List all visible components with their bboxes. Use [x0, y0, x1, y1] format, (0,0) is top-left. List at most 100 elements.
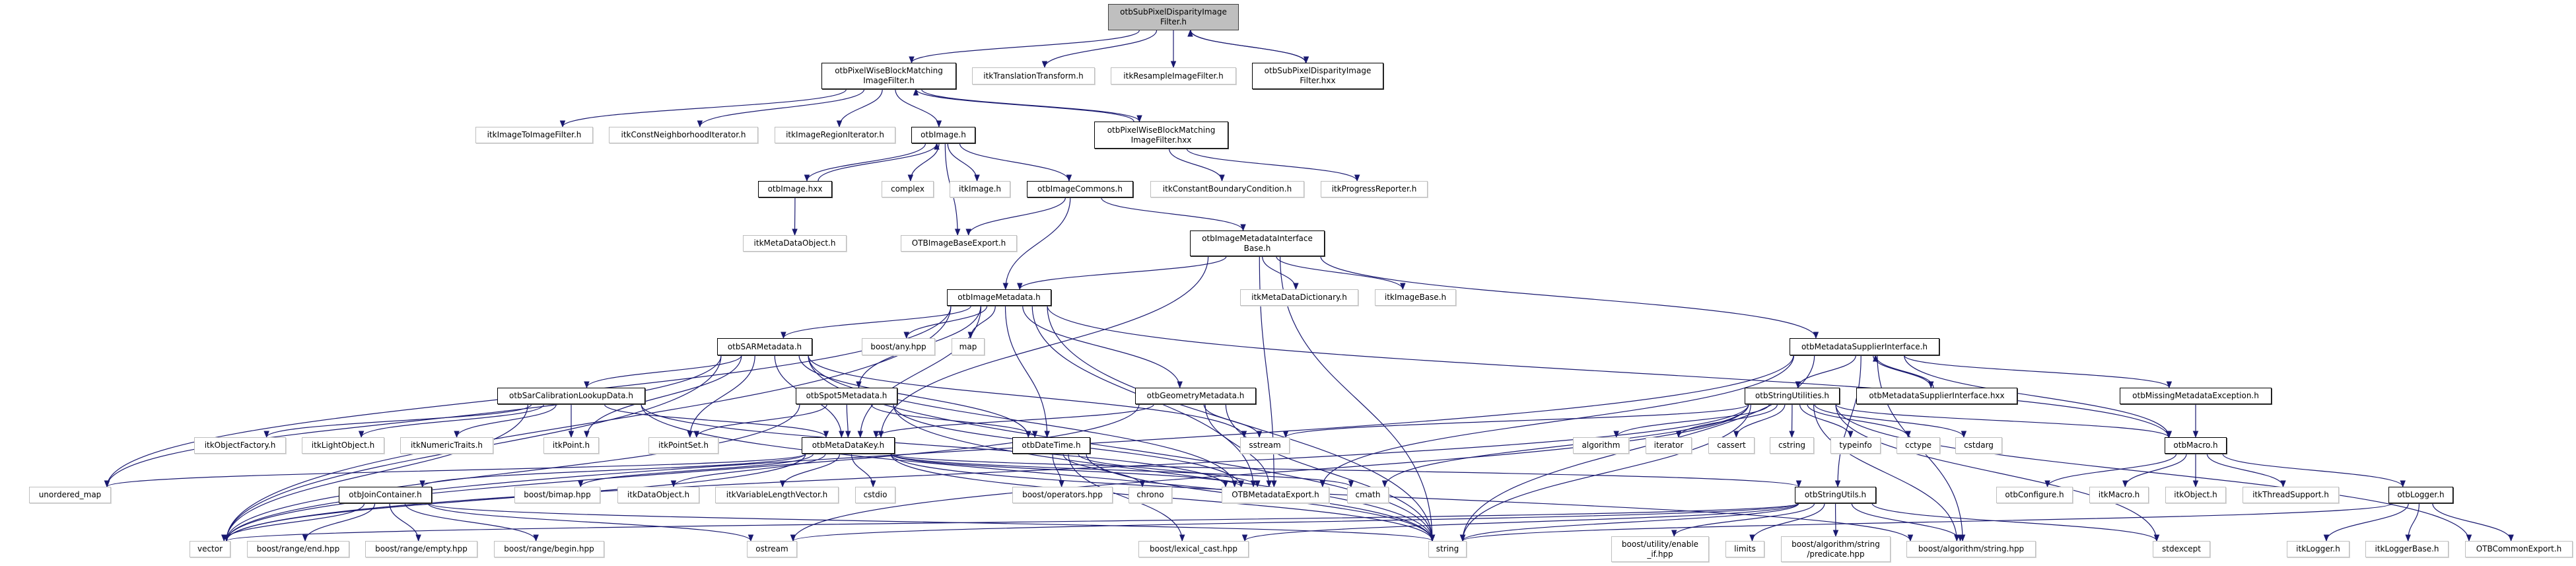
edge-otblogger-h-to-string — [1460, 503, 2393, 542]
node-itkobjectfactory-h[interactable]: itkObjectFactory.h — [194, 437, 286, 454]
edge-otbjoincontainer-h-to-string — [427, 503, 1435, 542]
edge-otbimagemetadata-h-to-otbmacro-h — [1047, 305, 2172, 439]
node-itkprogressreporter-h[interactable]: itkProgressReporter.h — [1321, 181, 1428, 197]
edge-otbstringutilities-h-to-otbmacro-h — [1835, 404, 2172, 439]
edge-otbpixelwiseblockmatching-imagefilter-hxx-to-otbpixelwiseblockmatching-imagefilter-h — [913, 88, 1134, 122]
edge-otbsubpixeldisparityimage-filter-hxx-to-otbsubpixeldisparityimage-filter-h — [1187, 29, 1306, 63]
node-itkpointset-h[interactable]: itkPointSet.h — [648, 437, 718, 454]
node-itkresampleimagefilter-h[interactable]: itkResampleImageFilter.h — [1111, 67, 1236, 85]
node-itkvariablelengthvector-h[interactable]: itkVariableLengthVector.h — [715, 487, 839, 503]
node-itkobject-h[interactable]: itkObject.h — [2165, 487, 2226, 503]
node-otbpixelwiseblockmatching-imagefilter-h[interactable]: otbPixelWiseBlockMatching ImageFilter.h — [821, 63, 956, 89]
node-itkconstneighborhooditerator-h[interactable]: itkConstNeighborhoodIterator.h — [609, 127, 758, 143]
node-unordered-map[interactable]: unordered_map — [29, 487, 111, 503]
node-otbmetadatakey-h[interactable]: otbMetaDataKey.h — [802, 437, 895, 454]
node-otbmacro-h[interactable]: otbMacro.h — [2165, 437, 2227, 454]
node-itkconstantboundarycondition-h[interactable]: itkConstantBoundaryCondition.h — [1150, 181, 1304, 197]
node-cstring[interactable]: cstring — [1770, 437, 1814, 454]
edge-otbstringutils-h-to-boost-utility-enable-if-hpp — [1671, 503, 1815, 538]
node-otbsarmetadata-h[interactable]: otbSARMetadata.h — [717, 338, 812, 355]
node-itkmacro-h[interactable]: itkMacro.h — [2089, 487, 2149, 503]
node-cctype[interactable]: cctype — [1897, 437, 1940, 454]
edge-otbimagemetadata-h-to-otbmetadatakey-h — [857, 305, 982, 439]
node-otblogger-h[interactable]: otbLogger.h — [2388, 487, 2453, 503]
edge-otbdatetime-h-to-boost-operators-hpp — [1052, 453, 1064, 488]
node-otbmetadataexport-h[interactable]: OTBMetadataExport.h — [1222, 487, 1329, 503]
node-boost-algorithm-string-predicate-hpp[interactable]: boost/algorithm/string /predicate.hpp — [1781, 536, 1891, 562]
node-otbimagemetadata-h[interactable]: otbImageMetadata.h — [947, 289, 1051, 306]
node-otbimagebaseexport-h[interactable]: OTBImageBaseExport.h — [901, 235, 1017, 252]
edge-otbdatetime-h-to-otbmetadataexport-h — [1078, 453, 1261, 488]
edge-otbgeometrymetadata-h-to-string — [1225, 404, 1436, 542]
node-otbconfigure-h[interactable]: otbConfigure.h — [1996, 487, 2073, 503]
node-map[interactable]: map — [952, 338, 985, 355]
node-iterator[interactable]: iterator — [1646, 437, 1692, 454]
node-boost-range-begin-hpp[interactable]: boost/range/begin.hpp — [494, 541, 604, 557]
node-itkimagetoimagefilter-h[interactable]: itkImageToImageFilter.h — [475, 127, 593, 143]
node-boost-algorithm-string-hpp[interactable]: boost/algorithm/string.hpp — [1906, 541, 2036, 557]
edge-otbmacro-h-to-otblogger-h — [2222, 453, 2406, 488]
node-vector[interactable]: vector — [190, 541, 230, 557]
node-boost-operators-hpp[interactable]: boost/operators.hpp — [1012, 487, 1113, 503]
node-cassert[interactable]: cassert — [1708, 437, 1755, 454]
node-otbimage-h[interactable]: otbImage.h — [911, 127, 975, 143]
node-otbimage-hxx[interactable]: otbImage.hxx — [758, 181, 832, 197]
edge-otbspot5metadata-h-to-otbdatetime-h — [870, 404, 1038, 439]
node-otbgeometrymetadata-h[interactable]: otbGeometryMetadata.h — [1135, 388, 1256, 404]
node-boost-range-end-hpp[interactable]: boost/range/end.hpp — [247, 541, 349, 557]
edge-otbstringutils-h-to-vector — [224, 503, 1799, 542]
node-itkdataobject-h[interactable]: itkDataObject.h — [617, 487, 699, 503]
node-otbmetadatasupplierinterface-h[interactable]: otbMetadataSupplierInterface.h — [1790, 338, 1939, 355]
node-otbstringutilities-h[interactable]: otbStringUtilities.h — [1745, 388, 1840, 404]
node-itkmetadatadictionary-h[interactable]: itkMetaDataDictionary.h — [1240, 289, 1358, 306]
edge-otbsarmetadata-h-to-unordered-map — [104, 355, 722, 488]
node-boost-range-empty-hpp[interactable]: boost/range/empty.hpp — [365, 541, 477, 557]
node-itktranslationtransform-h[interactable]: itkTranslationTransform.h — [972, 67, 1095, 85]
node-itkimageregioniterator-h[interactable]: itkImageRegionIterator.h — [775, 127, 895, 143]
node-otbdatetime-h[interactable]: otbDateTime.h — [1012, 437, 1090, 454]
node-algorithm[interactable]: algorithm — [1573, 437, 1629, 454]
node-boost-any-hpp[interactable]: boost/any.hpp — [862, 338, 935, 355]
node-string[interactable]: string — [1428, 541, 1467, 557]
node-itkimagebase-h[interactable]: itkImageBase.h — [1375, 289, 1456, 306]
edge-otbspot5metadata-h-to-otbmetadatakey-h — [845, 404, 851, 439]
node-complex[interactable]: complex — [882, 181, 934, 197]
node-cmath[interactable]: cmath — [1347, 487, 1389, 503]
node-otbsubpixeldisparityimage-filter-h[interactable]: otbSubPixelDisparityImage Filter.h — [1108, 4, 1239, 30]
node-otbsarcalibrationlookupdata-h[interactable]: otbSarCalibrationLookupData.h — [497, 388, 645, 404]
node-otbimagecommons-h[interactable]: otbImageCommons.h — [1027, 181, 1133, 197]
node-otbmetadatasupplierinterface-hxx[interactable]: otbMetadataSupplierInterface.hxx — [1856, 388, 2017, 404]
node-otbmissingmetadataexception-h[interactable]: otbMissingMetadataException.h — [2120, 388, 2272, 404]
node-chrono[interactable]: chrono — [1129, 487, 1172, 503]
edge-otbstringutils-h-to-ostream — [790, 503, 1799, 542]
edge-otbspot5metadata-h-to-string — [893, 404, 1436, 542]
node-itkpoint-h[interactable]: itkPoint.h — [543, 437, 599, 454]
edge-otbstringutilities-h-to-ostream — [790, 404, 1749, 542]
node-stdexcept[interactable]: stdexcept — [2153, 541, 2210, 557]
node-itklightobject-h[interactable]: itkLightObject.h — [302, 437, 384, 454]
node-itkimage-h[interactable]: itkImage.h — [950, 181, 1010, 197]
node-itklogger-h[interactable]: itkLogger.h — [2287, 541, 2350, 557]
node-otbpixelwiseblockmatching-imagefilter-hxx[interactable]: otbPixelWiseBlockMatching ImageFilter.hx… — [1094, 122, 1228, 149]
node-typeinfo[interactable]: typeinfo — [1830, 437, 1881, 454]
node-itknumerictraits-h[interactable]: itkNumericTraits.h — [400, 437, 493, 454]
node-otbspot5metadata-h[interactable]: otbSpot5Metadata.h — [796, 388, 897, 404]
node-boost-bimap-hpp[interactable]: boost/bimap.hpp — [514, 487, 600, 503]
node-sstream[interactable]: sstream — [1240, 437, 1290, 454]
node-boost-utility-enable-if-hpp[interactable]: boost/utility/enable _if.hpp — [1611, 536, 1709, 562]
node-ostream[interactable]: ostream — [747, 541, 797, 557]
node-otbstringutils-h[interactable]: otbStringUtils.h — [1795, 487, 1876, 503]
node-otbcommonexport-h[interactable]: OTBCommonExport.h — [2465, 541, 2573, 557]
node-itkthreadsupport-h[interactable]: itkThreadSupport.h — [2243, 487, 2339, 503]
node-cstdio[interactable]: cstdio — [855, 487, 895, 503]
node-otbimagemetadatainterface-base-h[interactable]: otbImageMetadataInterface Base.h — [1190, 230, 1325, 256]
node-limits[interactable]: limits — [1725, 541, 1764, 557]
node-cstdarg[interactable]: cstdarg — [1955, 437, 2002, 454]
node-otbjoincontainer-h[interactable]: otbJoinContainer.h — [339, 487, 432, 503]
node-itkloggerbase-h[interactable]: itkLoggerBase.h — [2365, 541, 2449, 557]
edge-otbjoincontainer-h-to-boost-range-empty-hpp — [389, 503, 421, 542]
node-itkmetadataobject-h[interactable]: itkMetaDataObject.h — [743, 235, 847, 252]
node-boost-lexical-cast-hpp[interactable]: boost/lexical_cast.hpp — [1138, 541, 1249, 557]
node-otbsubpixeldisparityimage-filter-hxx[interactable]: otbSubPixelDisparityImage Filter.hxx — [1252, 63, 1383, 89]
edge-otbpixelwiseblockmatching-imagefilter-hxx-to-itkprogressreporter-h — [1186, 148, 1360, 182]
